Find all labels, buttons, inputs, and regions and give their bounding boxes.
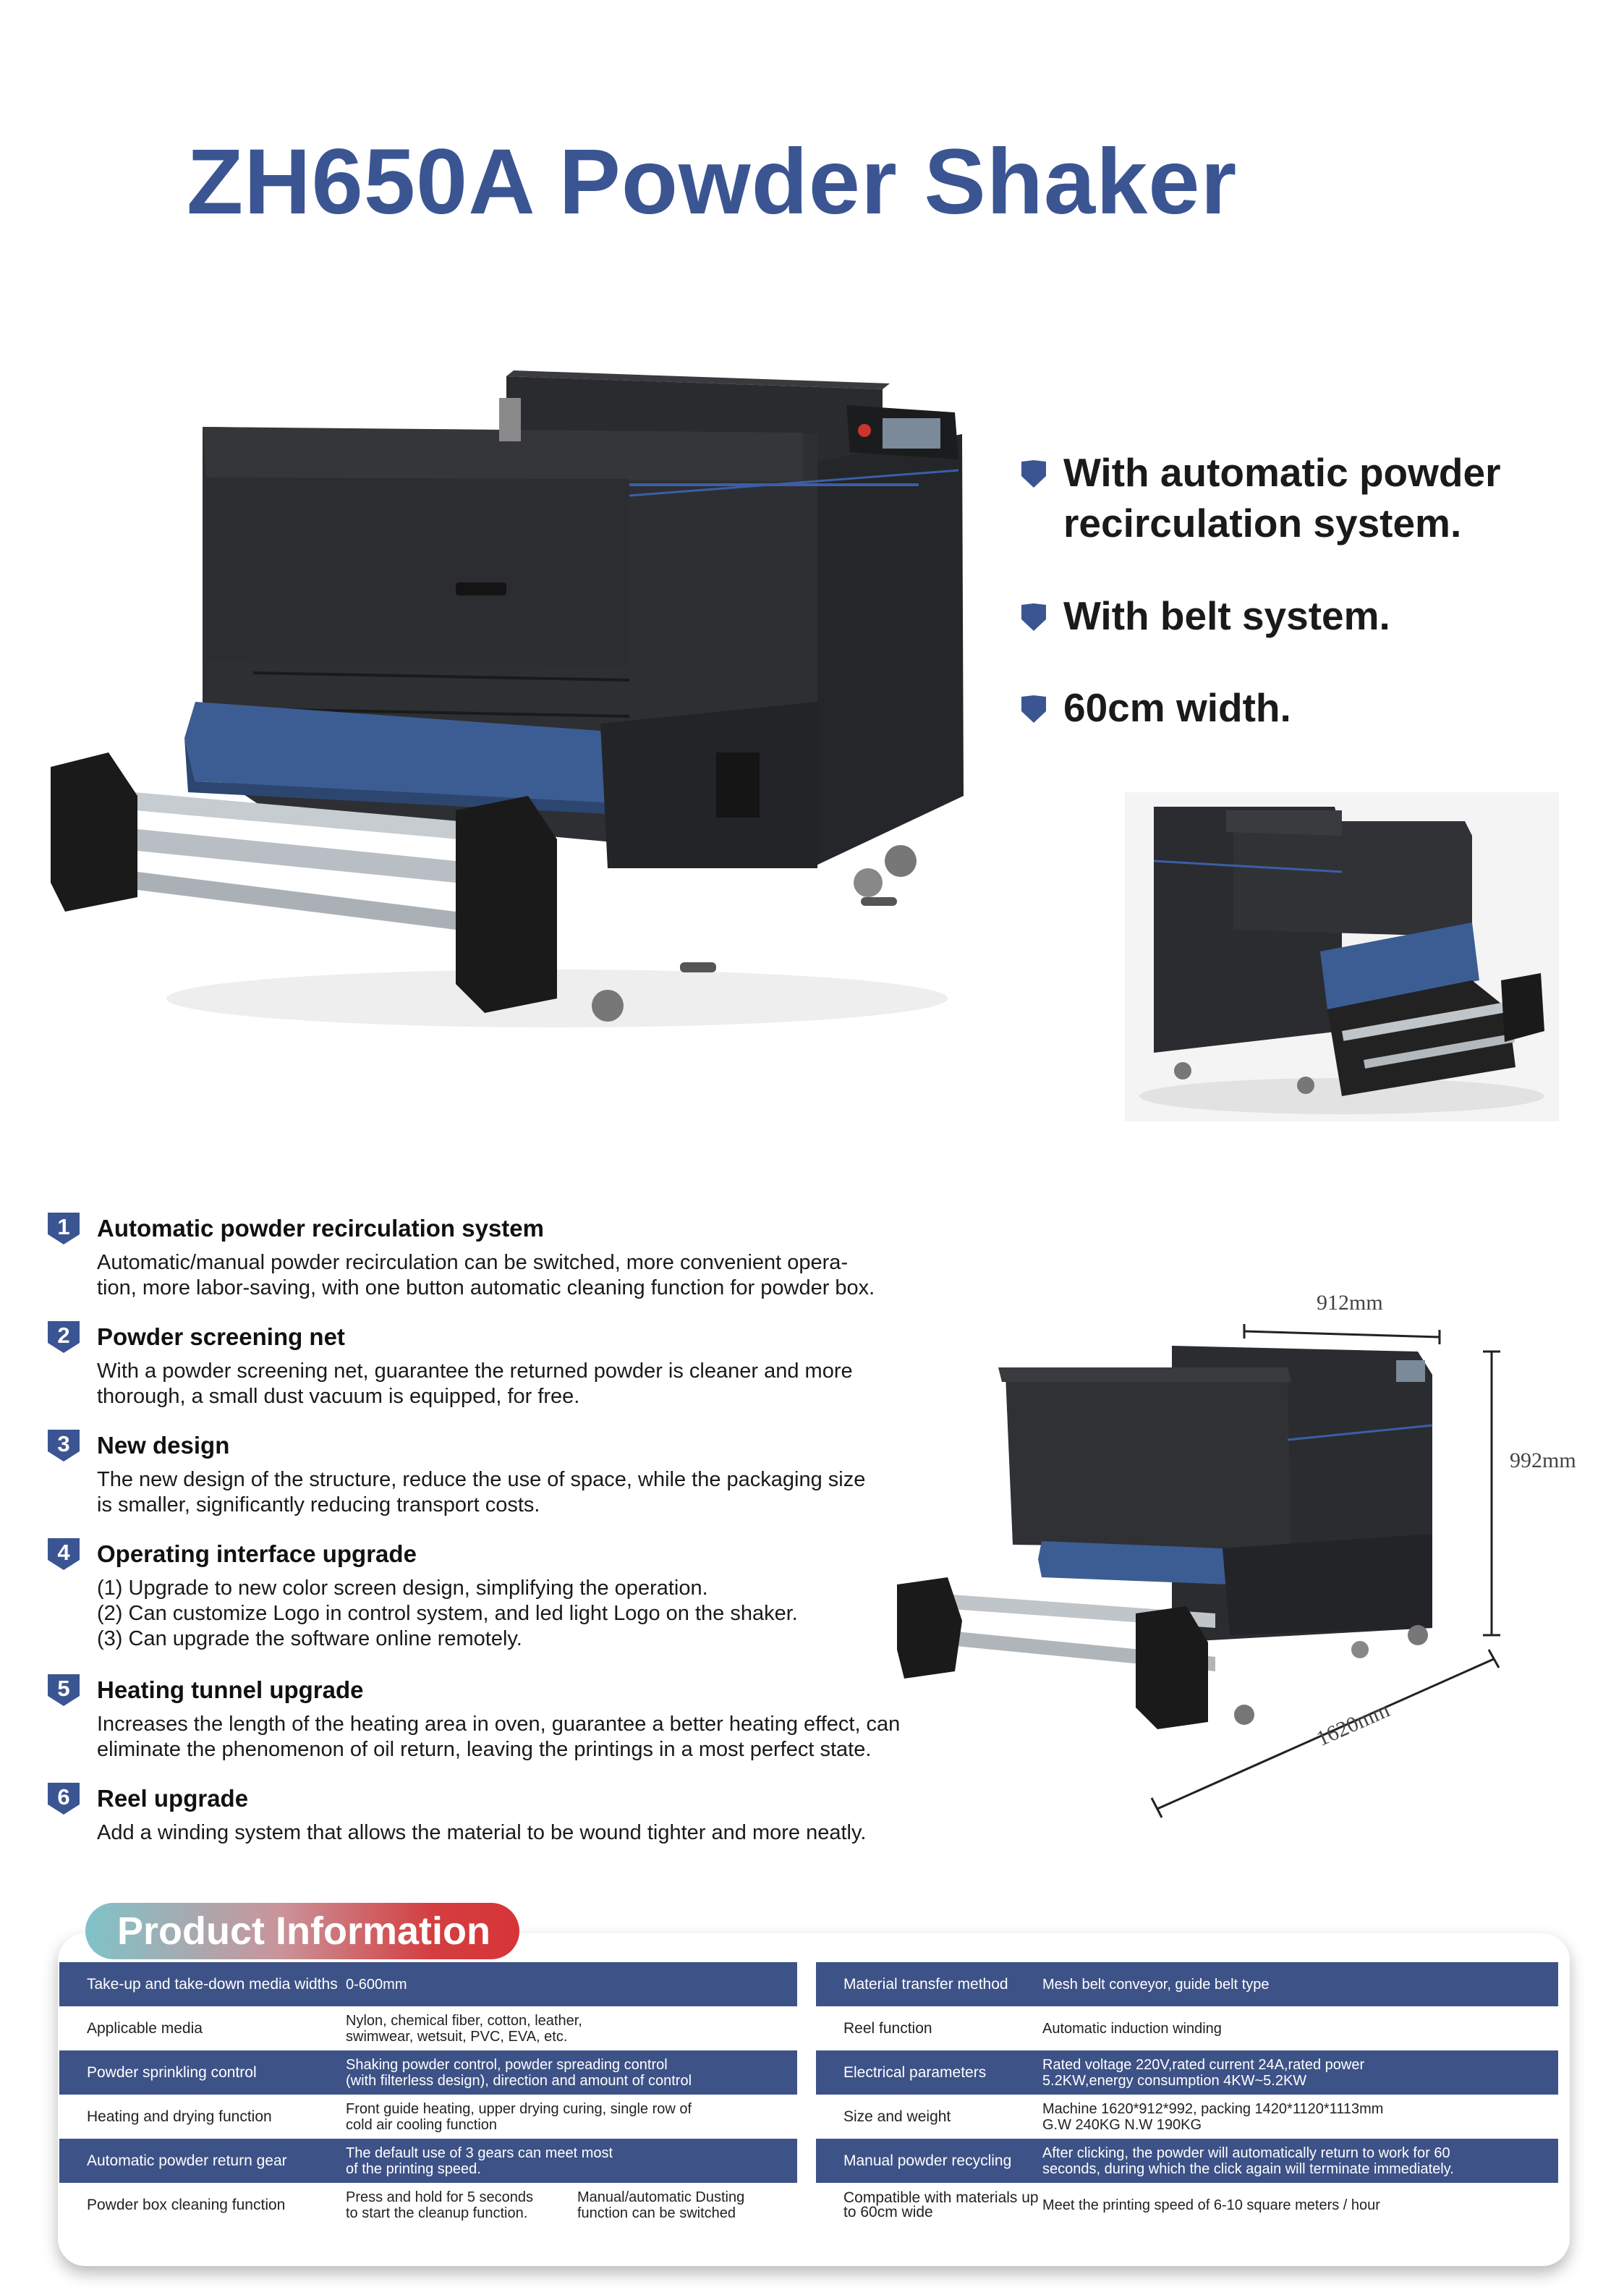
spec-value: The default use of 3 gears can meet most…	[346, 2139, 797, 2183]
feature-bullet: 60cm width.	[1021, 682, 1291, 733]
spec-label: Material transfer method	[816, 1962, 1042, 2006]
shield-bullet-icon	[1021, 603, 1046, 631]
number-badge-icon: 3	[48, 1430, 80, 1462]
feature-description: Automatic/manual powder recirculation ca…	[97, 1251, 875, 1299]
number-badge-icon: 4	[48, 1538, 80, 1570]
feature-item: 3 New design The new design of the struc…	[48, 1430, 974, 1518]
feature-title: Powder screening net	[97, 1323, 345, 1350]
bullet-line: With automatic powder	[1063, 450, 1501, 495]
bullet-line: With belt system.	[1063, 593, 1390, 638]
spec-value: Manual/automatic Dusting function can be…	[577, 2189, 745, 2221]
shield-bullet-icon	[1021, 460, 1046, 488]
spec-value: Press and hold for 5 seconds to start th…	[346, 2189, 534, 2221]
product-info-badge	[85, 1903, 519, 1959]
spec-value-pair: Press and hold for 5 seconds to start th…	[346, 2183, 797, 2227]
number-badge-icon: 1	[48, 1213, 80, 1244]
feature-title: New design	[97, 1432, 230, 1459]
spec-label: Manual powder recycling	[816, 2139, 1042, 2183]
spec-label: Applicable media	[59, 2006, 346, 2050]
spec-value: Shaking powder control, powder spreading…	[346, 2050, 797, 2095]
page-title: ZH650A Powder Shaker	[187, 130, 1238, 234]
feature-item: 2 Powder screening net With a powder scr…	[48, 1321, 974, 1409]
spec-value: Machine 1620*912*992, packing 1420*1120*…	[1042, 2095, 1558, 2139]
feature-item: 6 Reel upgrade Add a winding system that…	[48, 1783, 974, 1846]
feature-title: Reel upgrade	[97, 1785, 249, 1812]
spec-label: Powder sprinkling control	[59, 2050, 346, 2095]
spec-value: Nylon, chemical fiber, cotton, leather, …	[346, 2006, 797, 2050]
product-info-heading: Product Information	[117, 1909, 490, 1953]
feature-description: (1) Upgrade to new color screen design, …	[97, 1577, 798, 1650]
dimension-diagram	[897, 1324, 1500, 1818]
powder-shaker-rear-image	[1125, 792, 1559, 1121]
spec-label: Heating and drying function	[59, 2095, 346, 2139]
dimension-height-label: 992mm	[1510, 1448, 1576, 1472]
feature-item: 1 Automatic powder recirculation system …	[48, 1213, 974, 1301]
feature-bullet: With automatic powder recirculation syste…	[1021, 447, 1501, 548]
table-row: Compatible with materials up to 60cm wid…	[816, 2183, 1558, 2227]
shield-bullet-icon	[1021, 695, 1046, 723]
feature-description: Add a winding system that allows the mat…	[97, 1821, 867, 1844]
spec-label: Powder box cleaning function	[59, 2183, 346, 2227]
feature-item: 4 Operating interface upgrade (1) Upgrad…	[48, 1538, 974, 1652]
bullet-line: recirculation system.	[1063, 501, 1462, 546]
spec-label: Take-up and take-down media widths	[59, 1962, 346, 2006]
powder-shaker-main-image	[51, 370, 964, 1027]
spec-value: Rated voltage 220V,rated current 24A,rat…	[1042, 2050, 1558, 2095]
feature-title: Operating interface upgrade	[97, 1540, 417, 1567]
spec-label: Automatic powder return gear	[59, 2139, 346, 2183]
spec-label: Compatible with materials up to 60cm wid…	[816, 2183, 1042, 2227]
spec-label: Reel function	[816, 2006, 1042, 2050]
spec-label: Size and weight	[816, 2095, 1042, 2139]
feature-title: Heating tunnel upgrade	[97, 1676, 364, 1703]
spec-value: Front guide heating, upper drying curing…	[346, 2095, 797, 2139]
feature-item: 5 Heating tunnel upgrade Increases the l…	[48, 1674, 974, 1762]
number-badge-icon: 6	[48, 1783, 80, 1815]
spec-value: Automatic induction winding	[1042, 2006, 1558, 2050]
spec-label: Electrical parameters	[816, 2050, 1042, 2095]
number-badge-icon: 5	[48, 1674, 80, 1706]
feature-description: Increases the length of the heating area…	[97, 1713, 901, 1761]
dimension-width-label: 912mm	[1317, 1291, 1383, 1315]
spec-value: After clicking, the powder will automati…	[1042, 2139, 1558, 2183]
feature-title: Automatic powder recirculation system	[97, 1215, 544, 1242]
spec-value: 0-600mm	[346, 1962, 797, 2006]
spec-value: Meet the printing speed of 6-10 square m…	[1042, 2183, 1558, 2227]
number-badge-icon: 2	[48, 1321, 80, 1353]
spec-value: Mesh belt conveyor, guide belt type	[1042, 1962, 1558, 2006]
feature-description: The new design of the structure, reduce …	[97, 1468, 866, 1516]
feature-bullet: With belt system.	[1021, 590, 1390, 641]
bullet-line: 60cm width.	[1063, 685, 1291, 730]
feature-description: With a powder screening net, guarantee t…	[97, 1359, 853, 1408]
